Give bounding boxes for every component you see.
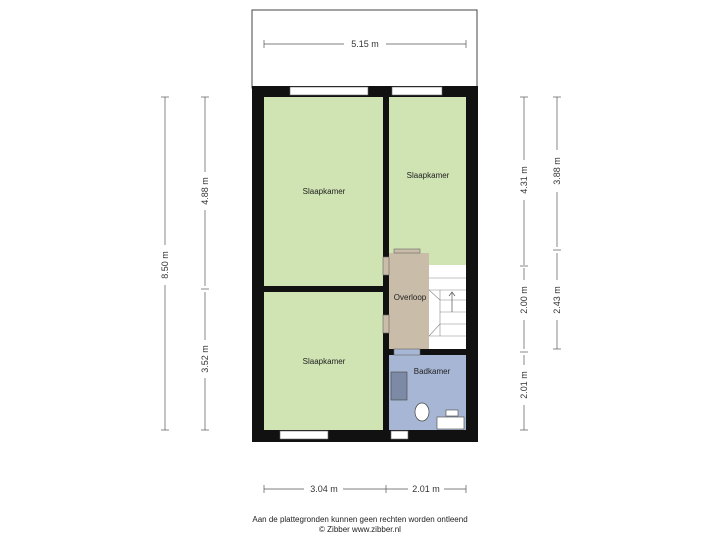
- bathroom-vanity: [390, 371, 408, 401]
- staircase: [429, 265, 466, 349]
- dim-bottom-left: 3.04 m: [310, 484, 338, 494]
- stair-arrow: [448, 291, 456, 312]
- dim-top-line: [263, 40, 467, 48]
- dim-left-lower: 3.52 m: [200, 345, 210, 373]
- bedroom-3-label: Slaapkamer: [303, 357, 346, 366]
- disclaimer-text: Aan de plattegronden kunnen geen rechten…: [252, 515, 468, 524]
- bedroom-1-floor: [264, 97, 383, 286]
- dim-bottom-right: 2.01 m: [412, 484, 440, 494]
- shower-drain: [445, 409, 459, 417]
- roof-terrace: [251, 9, 478, 89]
- dim-top-width: 5.15 m: [351, 39, 379, 49]
- windows: [279, 86, 443, 440]
- bedroom-2-floor: [389, 97, 466, 265]
- bedroom-1-label: Slaapkamer: [303, 187, 346, 196]
- dim-bottom-line: [263, 485, 467, 493]
- dim-right-upper-b: 3.88 m: [552, 157, 562, 185]
- bedroom-2-label: Slaapkamer: [407, 171, 450, 180]
- dim-right-middle: 2.00 m: [519, 286, 529, 314]
- stair-treads: [428, 277, 466, 337]
- dim-right-inner-line: [520, 96, 528, 431]
- dim-left-upper: 4.88 m: [200, 177, 210, 205]
- bedroom-3-floor: [264, 292, 383, 430]
- bathroom-cabinet: [436, 416, 465, 430]
- dim-left-total-line: [161, 96, 169, 431]
- dim-right-upper-a: 4.31 m: [519, 166, 529, 194]
- dim-right-outer-line: [553, 96, 561, 350]
- landing-label: Overloop: [394, 293, 427, 302]
- dim-total-height: 8.50 m: [160, 251, 170, 279]
- dim-right-lower: 2.01 m: [519, 371, 529, 399]
- landing-floor: [389, 253, 429, 349]
- copyright-text: © Zibber www.zibber.nl: [319, 525, 401, 534]
- dim-left-inner-line: [201, 96, 209, 431]
- doors: [382, 248, 421, 356]
- toilet: [414, 402, 430, 422]
- bathroom-label: Badkamer: [414, 367, 451, 376]
- dim-right-lower-b: 2.43 m: [552, 286, 562, 314]
